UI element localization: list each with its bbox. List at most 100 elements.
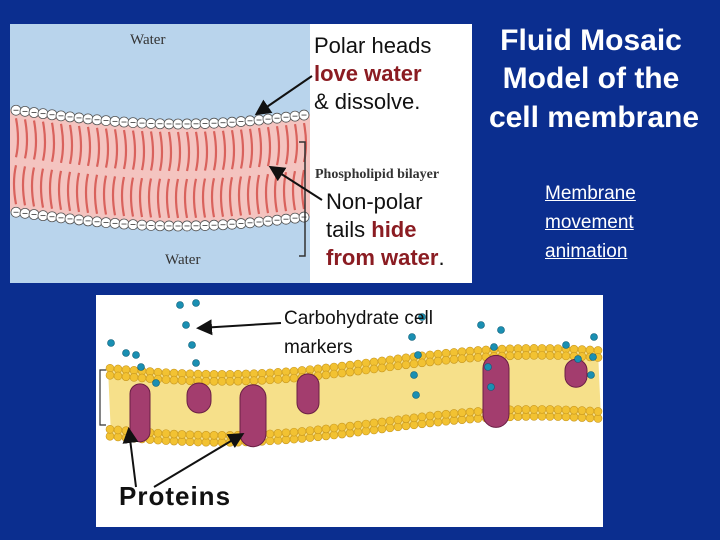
lipid-tail <box>113 129 119 169</box>
lipid-tail <box>30 167 36 207</box>
lipid-tail <box>66 171 72 212</box>
link-line-3[interactable]: animation <box>545 241 628 262</box>
polar-heads-line-2: love water <box>314 61 422 86</box>
membrane-protein <box>186 382 212 414</box>
lipid-tail <box>212 131 218 171</box>
fluid-mosaic-panel: Carbohydrate cell markers Proteins <box>96 295 603 527</box>
lipid-tail <box>201 178 207 218</box>
lipid-tail <box>246 175 252 216</box>
lipid-tail <box>248 128 254 169</box>
nonpolar-line-3: from water. <box>326 244 445 272</box>
lipid-tail <box>174 178 180 219</box>
lipid-tail <box>293 123 299 164</box>
carbohydrate-bead <box>408 333 416 341</box>
lipid-tail <box>129 177 135 217</box>
lipid-tail <box>104 128 110 168</box>
lipid-tail <box>68 124 74 165</box>
lipid-tail <box>219 177 225 217</box>
bottom-arrows <box>122 319 282 488</box>
polar-heads-line-1: Polar heads <box>314 33 432 58</box>
lipid-tail <box>230 129 236 170</box>
lipid-tail <box>165 178 171 219</box>
carbohydrate-line-2: markers <box>284 337 353 358</box>
phospholipid-bilayer-illustration <box>10 24 310 283</box>
nonpolar-line-1: Non-polar <box>326 189 423 214</box>
lipid-tail <box>102 175 108 215</box>
carbohydrate-bead <box>152 379 160 387</box>
carbohydrate-bead <box>410 371 418 379</box>
lipid-tail <box>41 121 47 161</box>
nonpolar-line-2-b: hide <box>371 217 417 242</box>
lipid-tail <box>266 126 272 167</box>
lipid-tail <box>228 176 234 217</box>
lipid-tail <box>111 176 117 216</box>
carbohydrate-label: Carbohydrate cell markers <box>284 304 433 362</box>
membrane-protein <box>482 354 510 428</box>
membrane-core <box>108 348 601 443</box>
carbohydrate-bead <box>418 313 426 321</box>
carbohydrate-bead <box>562 341 570 349</box>
carbohydrate-bead <box>574 355 582 363</box>
carbohydrate-bead <box>412 391 420 399</box>
carbohydrate-arrow <box>196 319 282 336</box>
lipid-tail <box>138 177 144 218</box>
carbohydrate-bead <box>414 351 422 359</box>
lipid-tail <box>57 170 63 211</box>
nonpolar-line-3-a: from water <box>326 245 439 270</box>
carbohydrate-bead <box>487 383 495 391</box>
lipid-tail <box>21 166 27 206</box>
membrane-protein <box>239 384 267 448</box>
lipid-tail <box>255 174 261 215</box>
water-top-label: Water <box>130 32 166 48</box>
phospholipid-bilayer-label: Phospholipid bilayer <box>315 167 440 182</box>
carbohydrate-bead <box>192 299 200 307</box>
carbohydrate-bead <box>477 321 485 329</box>
carbohydrate-bead <box>490 343 498 351</box>
lipid-tail <box>95 127 101 168</box>
lipid-tail <box>183 178 189 219</box>
carbohydrate-bead <box>497 326 505 334</box>
nonpolar-line-3-b: . <box>438 245 445 270</box>
nonpolar-tails-text: Non-polar tails hide from water. <box>326 188 445 272</box>
lipid-tail <box>203 131 209 171</box>
carbohydrate-bead <box>587 371 595 379</box>
lipid-tail <box>221 130 227 170</box>
link-line-1[interactable]: Membrane <box>545 183 636 204</box>
lipid-tail <box>93 174 99 214</box>
lipid-tail <box>284 124 290 165</box>
carbohydrate-bead <box>590 333 598 341</box>
carbohydrate-bead <box>137 363 145 371</box>
lipid-tail <box>192 178 198 219</box>
lipid-tail <box>48 169 54 209</box>
lipid-tail <box>120 176 126 217</box>
protein-arrow-1 <box>122 427 139 488</box>
link-line-2[interactable]: movement <box>545 212 634 233</box>
lipid-tail <box>77 125 83 166</box>
lipid-tail <box>176 131 182 172</box>
carbohydrate-bead <box>188 341 196 349</box>
lipid-tail <box>140 130 146 171</box>
lipid-tail <box>156 178 162 218</box>
carbohydrate-bead <box>176 301 184 309</box>
polar-heads-line-3: & dissolve. <box>314 89 421 114</box>
lipid-tail <box>185 131 191 172</box>
carbohydrate-bead <box>192 359 200 367</box>
carbohydrate-bead <box>122 349 130 357</box>
lipid-tail <box>264 173 270 214</box>
phospholipid-bilayer-panel: Water Water Phospholipid bilayer Polar h… <box>10 24 472 283</box>
lipid-tail <box>275 125 281 166</box>
lipid-tail <box>149 131 155 171</box>
lipid-tail <box>167 131 173 172</box>
proteins-label: Proteins <box>119 481 232 511</box>
membrane-animation-link[interactable]: Membrane movement animation <box>545 179 636 266</box>
lipid-tail <box>237 176 243 216</box>
protein-arrow-2 <box>153 432 245 488</box>
lipid-tail <box>39 168 45 208</box>
lipid-tail <box>23 119 29 159</box>
title-line-3: cell membrane <box>488 101 700 134</box>
carbohydrate-bead <box>132 351 140 359</box>
carbohydrate-bead <box>589 353 597 361</box>
lipid-tail <box>257 127 263 168</box>
lipid-tail <box>158 131 164 171</box>
title-line-1: Fluid Mosaic <box>500 24 682 57</box>
